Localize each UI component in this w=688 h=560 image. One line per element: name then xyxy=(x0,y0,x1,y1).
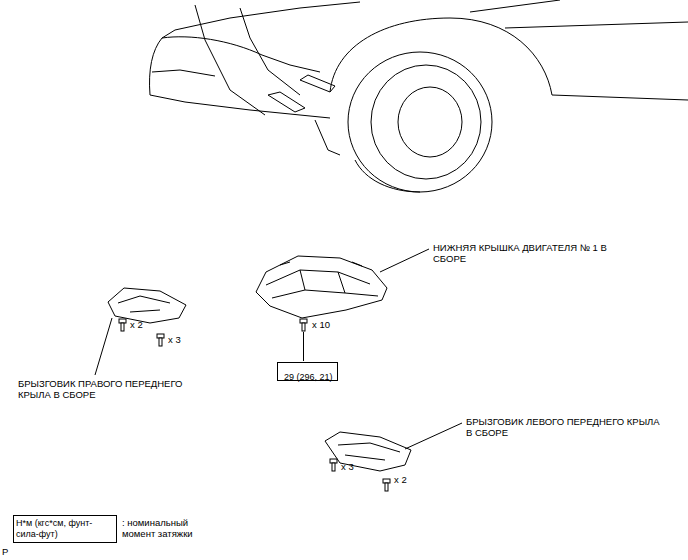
left-fender-liner xyxy=(325,432,411,471)
part-label: x 2 xyxy=(130,319,160,330)
part-label: НИЖНЯЯ КРЫШКА ДВИГАТЕЛЯ № 1 В СБОРЕ xyxy=(433,242,628,264)
part-label: : номинальный момент затяжки xyxy=(122,517,217,539)
box-text: 29 (296, 21) xyxy=(284,372,333,383)
part-label: P xyxy=(2,546,22,557)
engine-under-cover xyxy=(256,256,387,318)
box-text: Н*м (кгс*см, фунт-сила-фут) xyxy=(16,518,114,540)
part-label: x 3 xyxy=(168,334,198,345)
part-label: БРЫЗГОВИК ЛЕВОГО ПЕРЕДНЕГО КРЫЛА В СБОРЕ xyxy=(466,416,666,438)
part-label: x 3 xyxy=(341,461,371,472)
leader-line xyxy=(95,249,462,449)
part-label: x 2 xyxy=(394,474,424,485)
legend-box: Н*м (кгс*см, фунт-сила-фут) xyxy=(13,515,117,543)
torque-box: 29 (296, 21) xyxy=(277,362,338,381)
bolt-symbol xyxy=(119,319,390,491)
right-fender-liner xyxy=(108,288,186,323)
part-label: БРЫЗГОВИК ПРАВОГО ПЕРЕДНЕГО КРЫЛА В СБОР… xyxy=(18,378,208,400)
part-label: x 10 xyxy=(312,319,352,330)
car-outline xyxy=(150,0,688,192)
